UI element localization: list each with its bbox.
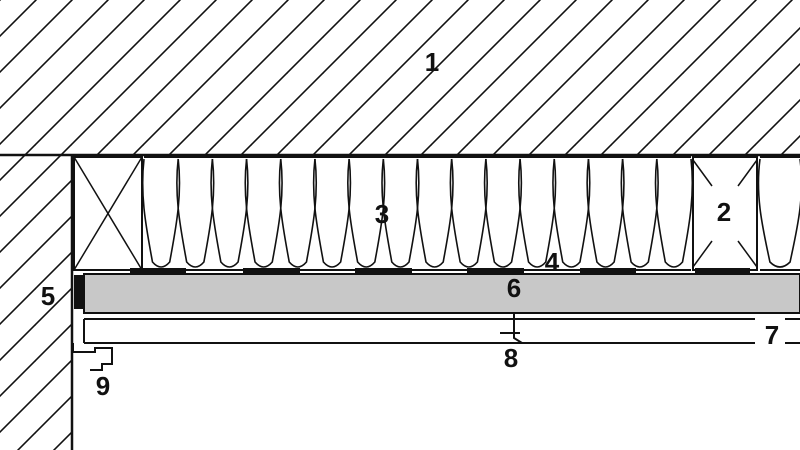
insulation-loop: [586, 158, 625, 268]
insulation-loop: [176, 158, 215, 268]
label-edge-profile: 9: [95, 371, 111, 401]
insulation-loop: [415, 158, 454, 268]
ceiling-slab: [0, 0, 800, 155]
label-hanger: 8: [503, 343, 519, 373]
insulation-loop: [449, 158, 488, 268]
label-batten: 2: [716, 197, 732, 227]
insulation-loop: [141, 158, 181, 268]
hanger-clip: [500, 313, 523, 344]
support-pad: [580, 268, 636, 273]
left-wall: [0, 155, 72, 450]
wall-batten: [73, 156, 143, 271]
insulation-loop: [620, 158, 659, 268]
support-pads: [130, 268, 750, 273]
gray-board: [83, 273, 800, 314]
support-pad: [467, 268, 524, 273]
label-ceiling-slab: 1: [424, 47, 440, 77]
insulation-loop: [654, 158, 694, 268]
insulation-loop: [244, 158, 283, 268]
support-pad: [130, 268, 186, 273]
insulation-loop: [483, 158, 523, 268]
label-gap: 4: [544, 247, 560, 277]
label-ceiling-panel: 7: [764, 320, 780, 350]
insulation-layer-right: [757, 156, 800, 271]
edge-profile: [72, 343, 113, 371]
insulation-loop: [312, 158, 352, 268]
label-wall-seal: 5: [40, 281, 56, 311]
support-pad: [243, 268, 300, 273]
support-pad: [355, 268, 412, 273]
insulation-loop: [210, 158, 249, 268]
label-board: 6: [506, 273, 522, 303]
insulation-loop: [278, 158, 318, 268]
ceiling-panel: [83, 318, 800, 344]
support-pad: [695, 268, 750, 273]
label-insulation: 3: [374, 199, 390, 229]
wall-seal: [74, 275, 83, 309]
batten-2: [692, 156, 758, 271]
insulation-loop: [757, 158, 800, 268]
insulation-layer: [141, 156, 694, 271]
